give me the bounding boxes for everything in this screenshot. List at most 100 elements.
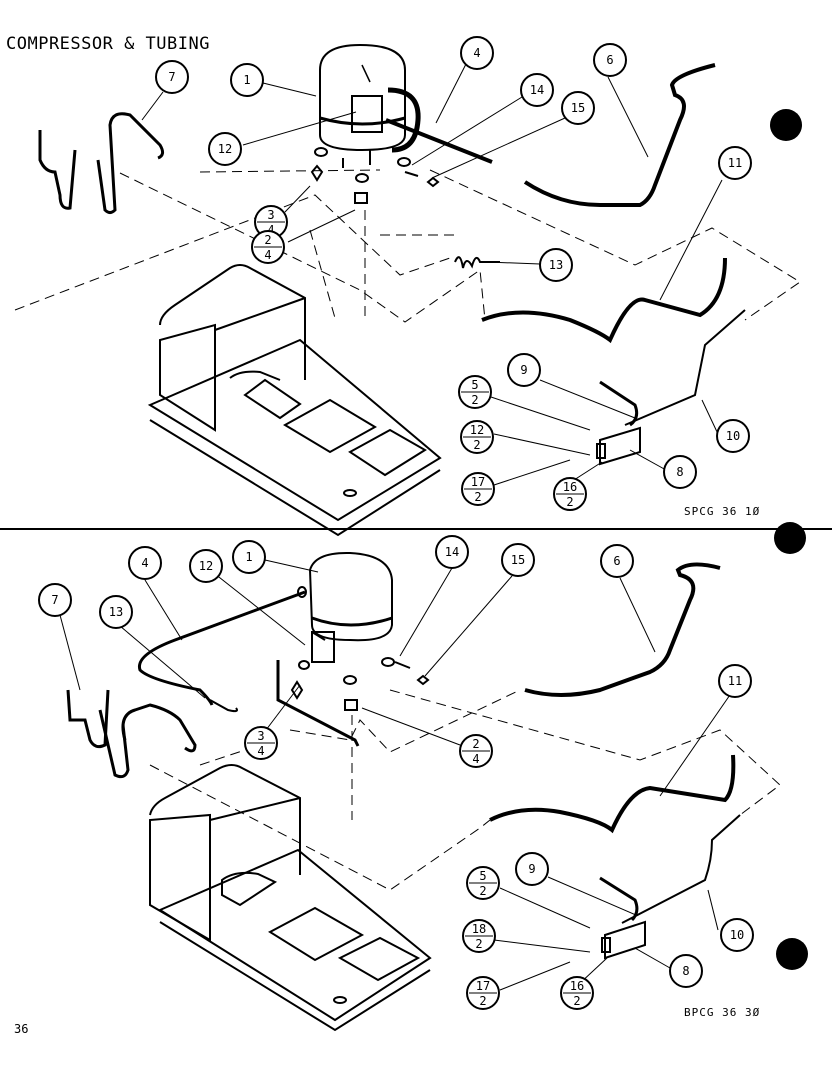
model-code-top: SPCG 36 1Ø bbox=[684, 505, 760, 518]
svg-text:17: 17 bbox=[476, 979, 490, 993]
fraction-bubble: 162 bbox=[560, 976, 594, 1010]
top-assembly-view bbox=[14, 43, 801, 537]
tube-riser-bottom bbox=[276, 660, 360, 747]
svg-text:4: 4 bbox=[264, 248, 271, 262]
svg-text:10: 10 bbox=[726, 429, 740, 443]
page-number: 36 bbox=[14, 1022, 28, 1036]
svg-text:13: 13 bbox=[109, 605, 123, 619]
svg-text:12: 12 bbox=[218, 142, 232, 156]
fraction-bubble: 52 bbox=[466, 866, 500, 900]
tube-6-bottom bbox=[524, 562, 721, 697]
svg-text:1: 1 bbox=[243, 73, 250, 87]
callout-bubble: 11 bbox=[718, 664, 752, 698]
callout-bubble: 7 bbox=[38, 583, 72, 617]
svg-text:11: 11 bbox=[728, 156, 742, 170]
callout-bubble: 1 bbox=[230, 63, 264, 97]
callout-bubble: 15 bbox=[501, 543, 535, 577]
svg-text:4: 4 bbox=[141, 556, 148, 570]
svg-text:15: 15 bbox=[571, 101, 585, 115]
callout-bubble: 12 bbox=[208, 132, 242, 166]
svg-text:16: 16 bbox=[570, 979, 584, 993]
tube-10-top bbox=[624, 309, 746, 426]
callout-bubble: 8 bbox=[669, 954, 703, 988]
svg-text:11: 11 bbox=[728, 674, 742, 688]
callout-bubble: 14 bbox=[435, 535, 469, 569]
bracket-8-top bbox=[596, 426, 641, 466]
svg-text:7: 7 bbox=[51, 593, 58, 607]
leaders-top bbox=[141, 63, 723, 486]
compressor-top bbox=[310, 43, 493, 204]
fraction-bubble: 162 bbox=[553, 477, 587, 511]
fraction-bubble: 34 bbox=[244, 726, 278, 760]
tube-11-top bbox=[481, 257, 727, 344]
tube-11-bottom bbox=[489, 754, 736, 834]
svg-text:2: 2 bbox=[471, 393, 478, 407]
base-pan-top bbox=[147, 264, 442, 537]
svg-text:13: 13 bbox=[549, 258, 563, 272]
callout-bubble: 6 bbox=[600, 544, 634, 578]
binder-hole bbox=[776, 938, 808, 970]
bracket-8-bottom bbox=[601, 920, 646, 960]
svg-text:17: 17 bbox=[471, 475, 485, 489]
callouts-bottom: 1 12 14 15 6 4 7 13 11 9 10 8 34 24 52 1… bbox=[38, 535, 760, 1019]
part-13-top bbox=[454, 256, 500, 269]
svg-text:5: 5 bbox=[471, 378, 478, 392]
fraction-bubble: 24 bbox=[459, 734, 493, 768]
svg-text:14: 14 bbox=[530, 83, 544, 97]
fraction-bubble: 172 bbox=[466, 976, 500, 1010]
callout-bubble: 4 bbox=[460, 36, 494, 70]
callout-bubble: 8 bbox=[663, 455, 697, 489]
callout-bubble: 15 bbox=[561, 91, 595, 125]
svg-text:4: 4 bbox=[472, 752, 479, 766]
svg-text:2: 2 bbox=[479, 884, 486, 898]
svg-text:2: 2 bbox=[479, 994, 486, 1008]
tube-10-bottom bbox=[621, 814, 741, 924]
callout-bubble: 11 bbox=[718, 146, 752, 180]
callout-bubble: 9 bbox=[507, 353, 541, 387]
fraction-bubble: 172 bbox=[461, 472, 495, 506]
svg-text:4: 4 bbox=[473, 46, 480, 60]
svg-text:12: 12 bbox=[470, 423, 484, 437]
svg-text:1: 1 bbox=[245, 550, 252, 564]
projection-lines-top bbox=[14, 169, 801, 323]
callout-bubble: 12 bbox=[189, 549, 223, 583]
tube-9-bottom bbox=[599, 876, 639, 922]
svg-text:3: 3 bbox=[267, 208, 274, 222]
svg-text:2: 2 bbox=[566, 495, 573, 509]
svg-text:14: 14 bbox=[445, 545, 459, 559]
callout-bubble: 14 bbox=[520, 73, 554, 107]
svg-text:7: 7 bbox=[168, 70, 175, 84]
tube-13-bottom bbox=[209, 699, 238, 713]
callout-bubble: 1 bbox=[232, 540, 266, 574]
svg-text:2: 2 bbox=[573, 994, 580, 1008]
fraction-bubble: 24 bbox=[251, 230, 285, 264]
svg-text:16: 16 bbox=[563, 480, 577, 494]
callout-bubble: 7 bbox=[155, 60, 189, 94]
tube-6-top bbox=[523, 63, 716, 207]
svg-text:8: 8 bbox=[676, 465, 683, 479]
leaders-bottom bbox=[59, 559, 733, 991]
svg-text:6: 6 bbox=[606, 53, 613, 67]
svg-text:2: 2 bbox=[264, 233, 271, 247]
tube-9-top bbox=[599, 380, 639, 427]
model-code-bottom: BPCG 36 3Ø bbox=[684, 1006, 760, 1019]
svg-text:6: 6 bbox=[613, 554, 620, 568]
tube-4-bottom bbox=[137, 590, 306, 706]
svg-text:4: 4 bbox=[257, 744, 264, 758]
svg-text:15: 15 bbox=[511, 553, 525, 567]
svg-text:2: 2 bbox=[472, 737, 479, 751]
svg-text:12: 12 bbox=[199, 559, 213, 573]
callout-bubble: 10 bbox=[716, 419, 750, 453]
svg-text:5: 5 bbox=[479, 869, 486, 883]
binder-hole bbox=[774, 522, 806, 554]
callout-bubble: 13 bbox=[539, 248, 573, 282]
projection-lines-bottom bbox=[149, 689, 781, 891]
svg-text:2: 2 bbox=[475, 937, 482, 951]
svg-text:8: 8 bbox=[682, 964, 689, 978]
svg-text:2: 2 bbox=[474, 490, 481, 504]
tube-7-top bbox=[38, 112, 165, 214]
callout-bubble: 10 bbox=[720, 918, 754, 952]
tube-7-bottom bbox=[66, 689, 197, 753]
fraction-bubble: 52 bbox=[458, 375, 492, 409]
